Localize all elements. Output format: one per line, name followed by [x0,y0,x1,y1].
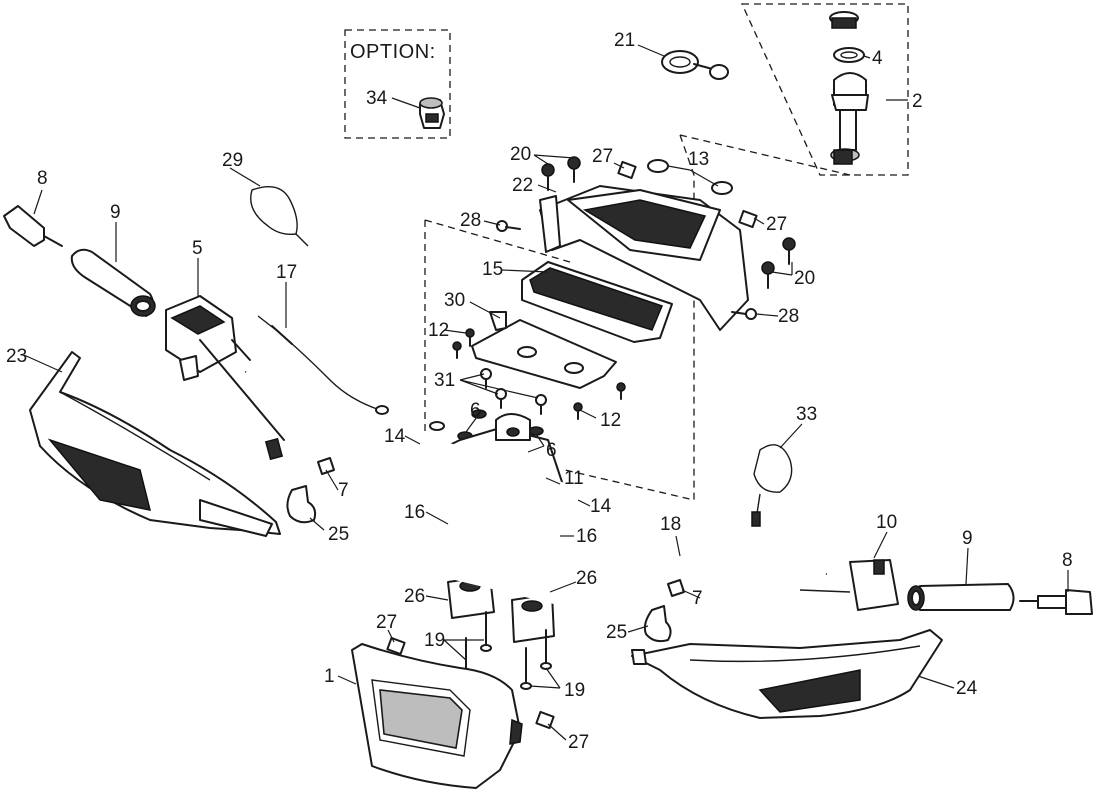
callout-25-right: 25 [606,622,627,643]
part-21-grommet [661,50,729,80]
callout-25-left: 25 [328,524,349,545]
part-22-instrument-housing [539,185,749,331]
part-23-left-handguard [29,351,281,537]
callout-23: 23 [6,346,27,367]
callout-5: 5 [192,238,203,259]
part-28-screws [496,220,757,320]
callout-12-left: 12 [428,320,449,341]
callout-labels: 34 21 4 2 20 27 13 22 27 28 15 20 28 30 … [6,30,1073,753]
callout-14-left: 14 [384,426,406,447]
callout-2: 2 [912,91,923,112]
callout-28-right: 28 [778,306,799,327]
callout-8-left: 8 [37,168,48,189]
part-17-cable [257,315,389,415]
callout-8-right: 8 [1062,550,1073,571]
part-9-left-grip [70,248,156,317]
callout-27-bottom: 27 [568,732,589,753]
callout-14-right: 14 [590,496,612,517]
callout-29: 29 [222,150,243,171]
callout-28-left: 28 [460,210,481,231]
callout-19-right: 19 [564,680,585,701]
callout-20-top: 20 [510,144,531,165]
callout-7-left: 7 [338,480,349,501]
option-box [344,29,451,139]
callout-30: 30 [444,290,465,311]
callout-19-left: 19 [424,630,445,651]
part-27-clips [386,160,758,730]
bracket-group-outline [424,219,571,450]
part-2-ignition-switch [829,11,869,165]
callout-9-left: 9 [110,202,121,223]
callout-4: 4 [872,48,883,69]
part-25-clamps [286,485,672,643]
callout-27-top: 27 [592,146,613,167]
callout-7-right: 7 [692,588,703,609]
ignition-group-outline [740,3,909,176]
callout-17: 17 [276,262,297,283]
callout-6-right: 6 [546,440,557,461]
callout-12-right: 12 [600,410,621,431]
part-5-switch-housing [165,295,285,461]
instrument-group-outline [564,134,851,501]
part-12-screws [452,328,626,420]
part-10-throttle-housing [799,559,899,611]
callout-1: 1 [324,666,335,687]
callout-27-lower-left: 27 [376,612,397,633]
callout-24: 24 [956,678,978,699]
callout-22: 22 [512,175,533,196]
callout-9-right: 9 [962,528,973,549]
callout-15: 15 [482,259,503,280]
callout-21: 21 [614,30,635,51]
callout-34: 34 [366,88,388,109]
part-7-screws [317,457,685,597]
part-31-bolts [480,368,547,415]
part-1-front-cover [351,643,523,789]
callout-26-right: 26 [576,568,597,589]
callout-16-right: 16 [576,526,597,547]
callout-11: 11 [564,468,584,489]
part-18-handlebar [241,364,827,616]
part-30-mounting-plate [471,311,617,389]
callout-20-right: 20 [794,268,815,289]
leader-lines [23,44,1069,741]
callout-18: 18 [660,514,681,535]
callout-33: 33 [796,404,817,425]
option-title: OPTION: [350,41,436,63]
callout-6-left: 6 [470,400,481,421]
part-9-right-grip [907,583,1015,611]
callout-10: 10 [876,512,897,533]
callout-16-left: 16 [404,502,425,523]
callout-27-right: 27 [766,214,787,235]
part-24-right-handguard [631,629,943,719]
part-29-wire [250,186,309,247]
callout-31: 31 [434,370,455,391]
part-8-left-bar-end [3,205,63,247]
part-33-wire [751,444,793,527]
part-15-display [521,261,673,343]
callout-26-left: 26 [404,586,425,607]
part-8-right-bar-end [1019,589,1093,615]
part-34-socket [419,97,445,129]
callout-13: 13 [688,149,709,170]
